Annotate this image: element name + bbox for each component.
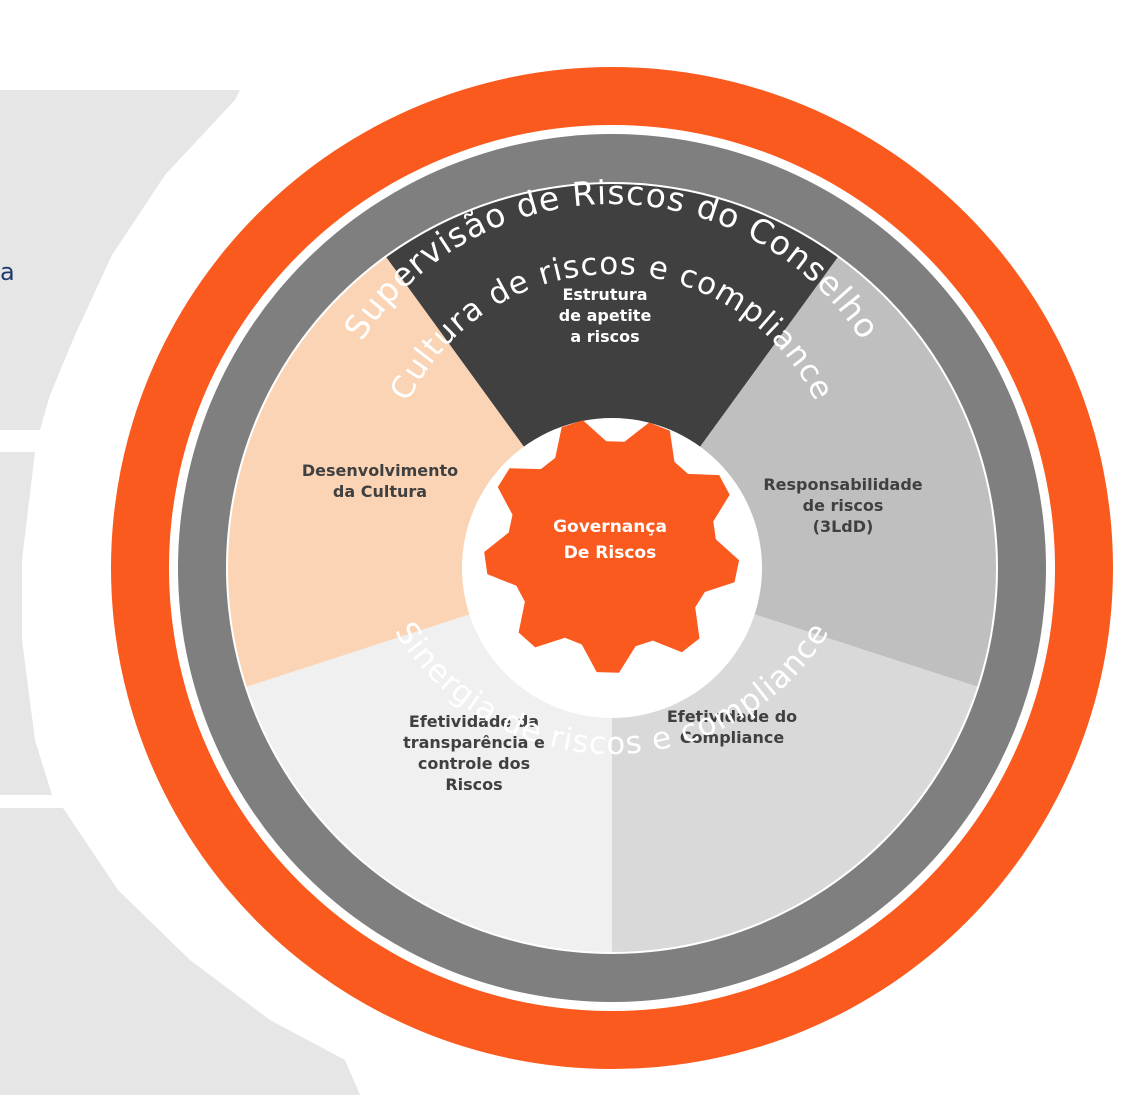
segment-desenvolvimento-cultura-label: da Cultura [333,482,427,501]
gear-icon [484,420,740,673]
background-panel-top [0,90,240,430]
side-text-fragment: a [0,258,15,286]
segment-responsabilidade-label: (3LdD) [813,517,874,536]
segment-estrutura-apetite [386,184,838,568]
background-panels [0,90,360,1095]
segment-desenvolvimento-cultura-label: Desenvolvimento [302,461,458,480]
background-panel-bottom [0,808,360,1095]
segment-responsabilidade-label: de riscos [803,496,884,515]
segment-estrutura-apetite-label: a riscos [570,327,639,346]
segment-efetividade-transparencia-label: Riscos [445,775,502,794]
background-panel-middle [0,452,52,795]
segment-efetividade-transparencia-label: transparência e [403,733,545,752]
segment-efetividade-transparencia-label: Efetividade da [409,712,539,731]
segment-efetividade-compliance-label: Efetividade do [667,707,797,726]
segment-responsabilidade-label: Responsabilidade [763,475,922,494]
segment-labels: Estrutura de apetite a riscosResponsabilid… [302,285,923,794]
center-title-line1: Governança [553,517,667,537]
segment-efetividade-transparencia-label: controle dos [418,754,530,773]
center-title-line2: De Riscos [564,543,656,563]
segment-estrutura-apetite-label: de apetite [559,306,652,325]
segment-efetividade-compliance-label: Compliance [680,728,785,747]
segment-estrutura-apetite-label: Estrutura [562,285,647,304]
